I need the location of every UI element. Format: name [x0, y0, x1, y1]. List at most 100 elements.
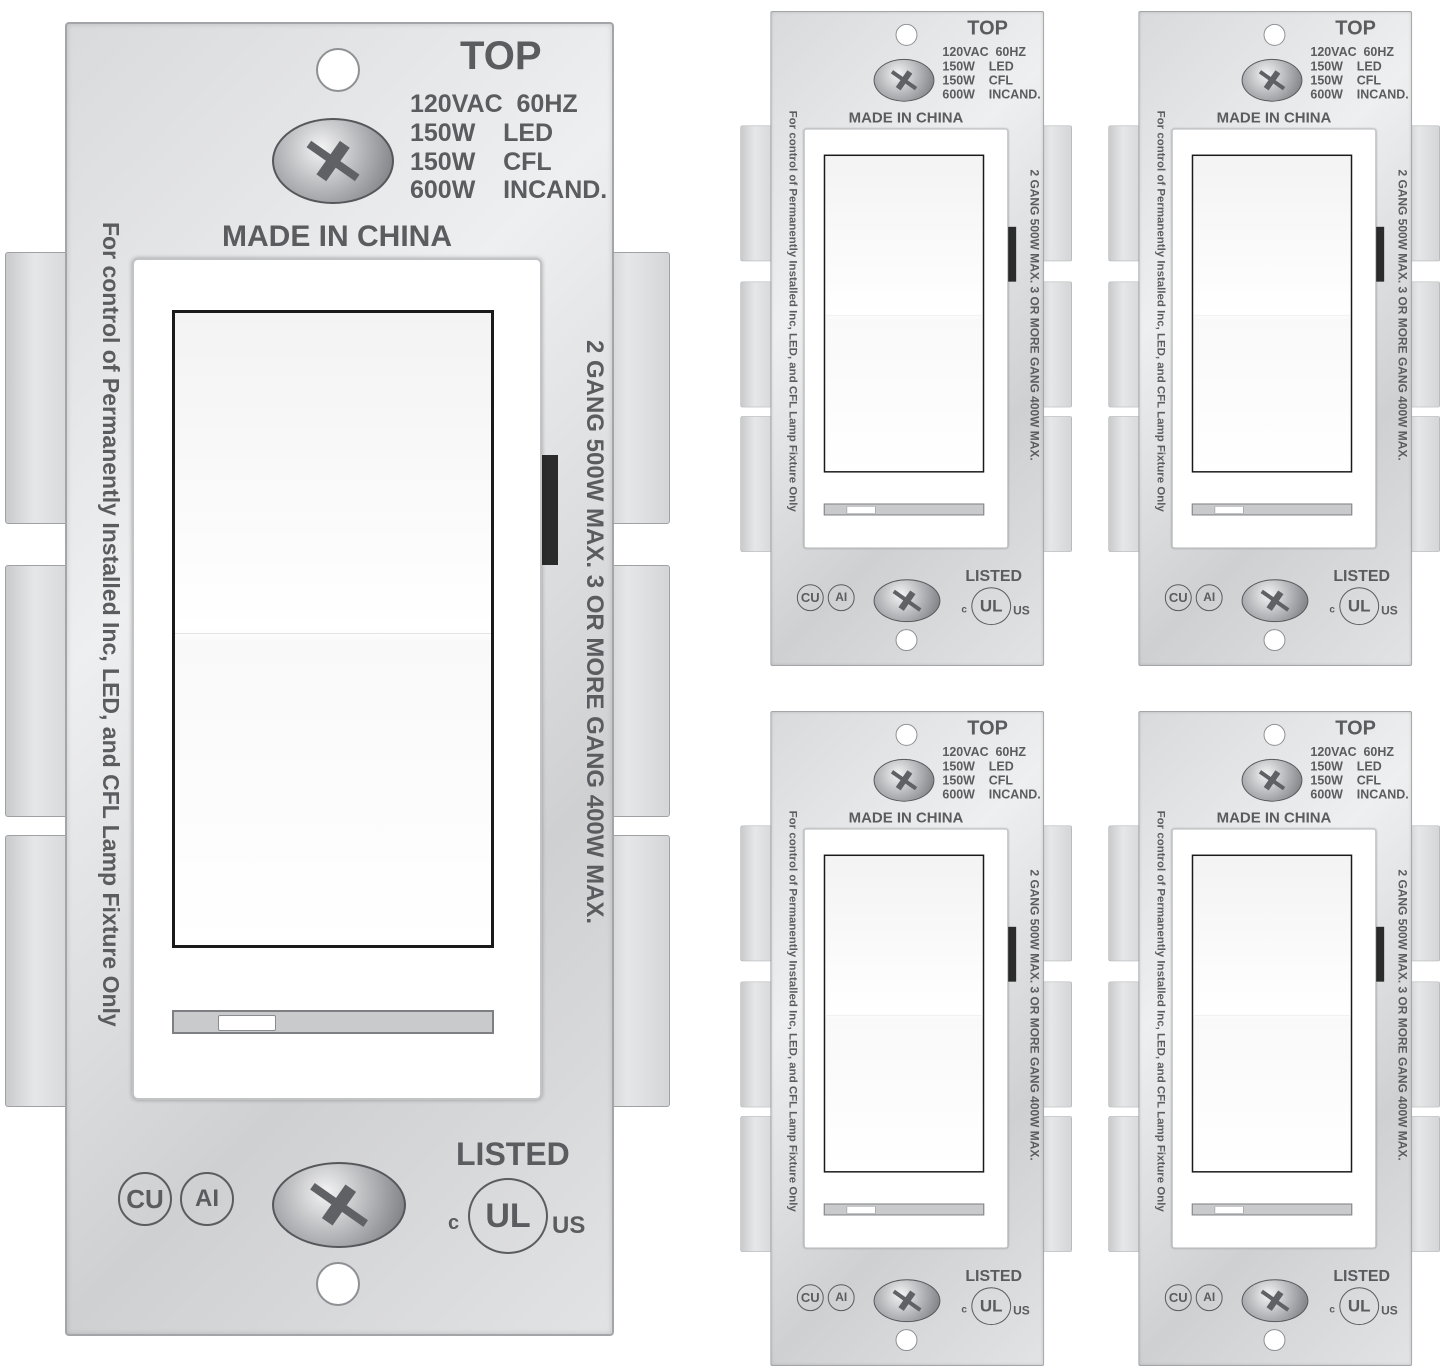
screw-icon — [873, 758, 935, 802]
made-in-label: MADE IN CHINA — [1216, 809, 1332, 827]
ul-us-label: US — [1381, 604, 1398, 618]
ul-logo-icon: UL — [1339, 587, 1380, 626]
top-label: TOP — [1335, 16, 1376, 39]
listed-label: LISTED — [965, 566, 1023, 585]
rocker-paddle[interactable] — [823, 154, 985, 473]
faceplate-cover — [1171, 828, 1377, 1249]
rating-specs: 120VAC 60HZ 150W LED 150W CFL 600W INCAN… — [942, 744, 1041, 802]
rocker-paddle[interactable] — [1191, 154, 1353, 473]
ul-us-label: US — [1013, 1304, 1030, 1318]
ul-logo-icon: UL — [971, 1287, 1012, 1326]
screw-icon — [1241, 1279, 1309, 1323]
ul-c-label: c — [961, 604, 967, 616]
ai-cert-icon: AI — [1195, 1284, 1223, 1312]
top-label: TOP — [967, 16, 1008, 39]
ul-c-label: c — [1329, 604, 1335, 616]
mounting-hole-bottom — [1263, 629, 1286, 652]
slider-knob[interactable] — [1214, 505, 1244, 514]
ai-cert-icon: AI — [180, 1172, 234, 1226]
cu-cert-icon: CU — [118, 1172, 172, 1226]
dimmer-switch: TOP 120VAC 60HZ 150W LED 150W CFL 600W I… — [0, 0, 670, 1344]
dimmer-switch: TOP 120VAC 60HZ 150W LED 150W CFL 600W I… — [1106, 700, 1440, 1370]
top-label: TOP — [460, 34, 542, 78]
rocker-paddle[interactable] — [823, 854, 985, 1173]
slider-knob[interactable] — [1214, 1205, 1244, 1214]
right-side-text: 2 GANG 500W MAX. 3 OR MORE GANG 400W MAX… — [581, 340, 608, 925]
screw-icon — [873, 1279, 941, 1323]
ul-c-label: c — [448, 1212, 460, 1234]
mounting-hole-bottom — [316, 1262, 360, 1306]
slider-knob[interactable] — [846, 1205, 876, 1214]
mounting-hole-top — [895, 23, 918, 46]
ul-c-label: c — [961, 1304, 967, 1316]
cu-cert-icon: CU — [1164, 1284, 1192, 1312]
listed-label: LISTED — [1333, 566, 1391, 585]
ul-logo-icon: UL — [971, 587, 1012, 626]
left-side-text: For control of Permanently Installed Inc… — [98, 222, 124, 1027]
cu-cert-icon: CU — [796, 584, 824, 612]
rating-specs: 120VAC 60HZ 150W LED 150W CFL 600W INCAN… — [1310, 44, 1409, 102]
left-side-text: For control of Permanently Installed Inc… — [1154, 110, 1168, 512]
mounting-hole-top — [1263, 23, 1286, 46]
dimmer-slider[interactable] — [172, 1010, 494, 1034]
faceplate-cover — [1171, 128, 1377, 549]
cu-cert-icon: CU — [1164, 584, 1192, 612]
dimmer-slider[interactable] — [1191, 503, 1353, 516]
screw-icon — [1241, 579, 1309, 623]
cu-cert-icon: CU — [796, 1284, 824, 1312]
dimmer-slider[interactable] — [823, 503, 985, 516]
ul-us-label: US — [552, 1212, 586, 1239]
made-in-label: MADE IN CHINA — [848, 109, 964, 127]
slider-knob[interactable] — [218, 1015, 276, 1031]
ul-c-label: c — [1329, 1304, 1335, 1316]
left-side-text: For control of Permanently Installed Inc… — [786, 810, 800, 1212]
faceplate-cover — [803, 128, 1009, 549]
left-side-text: For control of Permanently Installed Inc… — [786, 110, 800, 512]
made-in-label: MADE IN CHINA — [848, 809, 964, 827]
mounting-hole-top — [895, 723, 918, 746]
break-off-tab — [1007, 926, 1017, 982]
screw-icon — [873, 579, 941, 623]
ul-us-label: US — [1013, 604, 1030, 618]
rating-specs: 120VAC 60HZ 150W LED 150W CFL 600W INCAN… — [942, 44, 1041, 102]
screw-icon — [272, 118, 394, 204]
ai-cert-icon: AI — [827, 584, 855, 612]
screw-icon — [873, 58, 935, 102]
listed-label: LISTED — [965, 1266, 1023, 1285]
screw-icon — [1241, 758, 1303, 802]
rocker-paddle[interactable] — [1191, 854, 1353, 1173]
ul-logo-icon: UL — [468, 1178, 548, 1254]
dimmer-switch: TOP 120VAC 60HZ 150W LED 150W CFL 600W I… — [1106, 0, 1440, 670]
mounting-hole-bottom — [1263, 1329, 1286, 1352]
right-side-text: 2 GANG 500W MAX. 3 OR MORE GANG 400W MAX… — [1395, 169, 1410, 461]
ul-logo-icon: UL — [1339, 1287, 1380, 1326]
dimmer-switch: TOP 120VAC 60HZ 150W LED 150W CFL 600W I… — [738, 700, 1072, 1370]
ul-us-label: US — [1381, 1304, 1398, 1318]
rating-specs: 120VAC 60HZ 150W LED 150W CFL 600W INCAN… — [410, 90, 608, 205]
break-off-tab — [1375, 926, 1385, 982]
dimmer-switch: TOP 120VAC 60HZ 150W LED 150W CFL 600W I… — [738, 0, 1072, 670]
screw-icon — [272, 1162, 406, 1248]
made-in-label: MADE IN CHINA — [222, 220, 452, 253]
screw-icon — [1241, 58, 1303, 102]
top-label: TOP — [967, 716, 1008, 739]
mounting-hole-bottom — [895, 1329, 918, 1352]
mounting-hole-top — [316, 48, 360, 92]
break-off-tab — [1007, 226, 1017, 282]
listed-label: LISTED — [1333, 1266, 1391, 1285]
mounting-hole-bottom — [895, 629, 918, 652]
slider-knob[interactable] — [846, 505, 876, 514]
right-side-text: 2 GANG 500W MAX. 3 OR MORE GANG 400W MAX… — [1027, 169, 1042, 461]
faceplate-cover — [132, 258, 542, 1100]
left-side-text: For control of Permanently Installed Inc… — [1154, 810, 1168, 1212]
faceplate-cover — [803, 828, 1009, 1249]
rocker-paddle[interactable] — [172, 310, 494, 948]
right-side-text: 2 GANG 500W MAX. 3 OR MORE GANG 400W MAX… — [1395, 869, 1410, 1161]
dimmer-slider[interactable] — [1191, 1203, 1353, 1216]
made-in-label: MADE IN CHINA — [1216, 109, 1332, 127]
break-off-tab — [540, 455, 558, 565]
dimmer-slider[interactable] — [823, 1203, 985, 1216]
break-off-tab — [1375, 226, 1385, 282]
listed-label: LISTED — [456, 1136, 570, 1172]
right-side-text: 2 GANG 500W MAX. 3 OR MORE GANG 400W MAX… — [1027, 869, 1042, 1161]
